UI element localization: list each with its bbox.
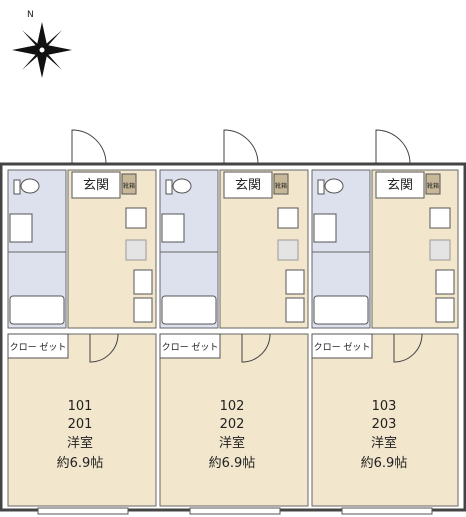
- room-type-label: 洋室: [219, 435, 245, 451]
- entrance-label: 玄関: [235, 178, 261, 193]
- laundry-icon: [429, 207, 451, 229]
- sink-icon: [435, 269, 455, 295]
- bathtub-icon: [161, 295, 217, 325]
- room-door-icon: [393, 333, 423, 363]
- closet-box: [7, 333, 69, 359]
- toilet-icon: [172, 178, 192, 194]
- fridge-space-icon: [125, 239, 147, 261]
- sink-icon: [133, 269, 153, 295]
- washbasin-icon: [161, 213, 185, 243]
- unit-number-2f: 202: [220, 417, 245, 432]
- closet-label: クロー ゼット: [314, 341, 371, 353]
- room-size-label: 約6.9帖: [57, 456, 104, 471]
- room-type-label: 洋室: [67, 435, 93, 451]
- western-room: [159, 333, 309, 507]
- unit-number-2f: 203: [372, 417, 397, 432]
- room-size-label: 約6.9帖: [361, 456, 408, 471]
- shoe-cabinet-label: 靴箱: [123, 182, 135, 190]
- entrance-box: [223, 171, 273, 199]
- washbasin-icon: [9, 213, 33, 243]
- entrance-box: [71, 171, 121, 199]
- room-size-label: 約6.9帖: [209, 456, 256, 471]
- closet-box: [159, 333, 221, 359]
- closet-box: [311, 333, 373, 359]
- unit-number-1f: 103: [372, 399, 397, 414]
- entrance-box: [375, 171, 425, 199]
- entry-door-icon: [375, 129, 411, 165]
- entry-door-icon: [223, 129, 259, 165]
- shoe-cabinet-icon: [425, 173, 441, 195]
- entrance-label: 玄関: [387, 178, 413, 193]
- unit-3: 玄関 靴箱 クロー ゼット 103 203 洋室 約6.9帖: [311, 129, 459, 507]
- washbasin-icon: [313, 213, 337, 243]
- stove-icon: [285, 297, 305, 323]
- room-door-icon: [241, 333, 271, 363]
- stove-icon: [435, 297, 455, 323]
- toilet-icon: [20, 178, 40, 194]
- room-door-icon: [89, 333, 119, 363]
- window-marks: [37, 507, 433, 515]
- entry-door-icon: [71, 129, 107, 165]
- unit-number-2f: 201: [68, 417, 93, 432]
- shoe-cabinet-label: 靴箱: [275, 182, 287, 190]
- shoe-cabinet-icon: [121, 173, 137, 195]
- unit-1: 玄関 靴箱 クロー ゼット 101 201 洋室 約6.9帖: [7, 129, 157, 507]
- stove-icon: [133, 297, 153, 323]
- western-room: [7, 333, 157, 507]
- entrance-label: 玄関: [83, 178, 109, 193]
- compass-rose-icon: N: [12, 10, 72, 78]
- fridge-space-icon: [429, 239, 451, 261]
- fridge-space-icon: [277, 239, 299, 261]
- shoe-cabinet-icon: [273, 173, 289, 195]
- laundry-icon: [277, 207, 299, 229]
- unit-number-1f: 101: [68, 399, 93, 414]
- room-type-label: 洋室: [371, 435, 397, 451]
- bathtub-icon: [9, 295, 65, 325]
- toilet-icon: [324, 178, 344, 194]
- bathtub-icon: [313, 295, 369, 325]
- unit-2: 玄関 靴箱 クロー ゼット 102 202 洋室 約6.9帖: [159, 129, 309, 507]
- western-room: [311, 333, 459, 507]
- shoe-cabinet-label: 靴箱: [427, 182, 439, 190]
- closet-label: クロー ゼット: [10, 341, 67, 353]
- laundry-icon: [125, 207, 147, 229]
- compass-north-label: N: [27, 10, 34, 20]
- sink-icon: [285, 269, 305, 295]
- closet-label: クロー ゼット: [162, 341, 219, 353]
- unit-number-1f: 102: [220, 399, 245, 414]
